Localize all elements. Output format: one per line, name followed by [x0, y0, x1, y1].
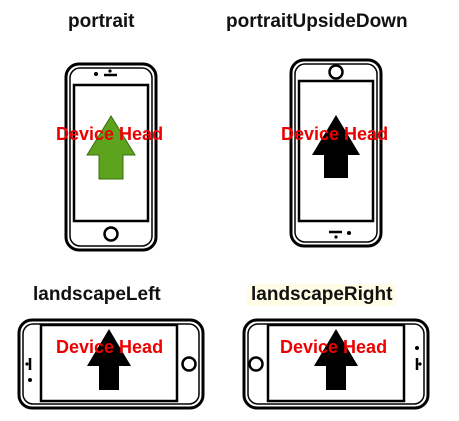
phone-portrait	[64, 62, 158, 252]
arrow-icon	[87, 329, 131, 390]
title-portrait: portrait	[68, 11, 135, 32]
title-landscape-right: landscapeRight	[247, 284, 397, 306]
arrow-icon	[312, 115, 360, 178]
phone-landscape-left	[17, 318, 205, 410]
device-head-label: Device Head	[56, 124, 164, 144]
device-head-label: Device Head	[56, 337, 164, 357]
title-landscape-left: landscapeLeft	[33, 284, 161, 305]
phone-portrait-upside-down	[289, 58, 383, 248]
title-portrait-upside-down: portraitUpsideDown	[226, 11, 408, 32]
device-head-label: Device Head	[281, 124, 389, 144]
phone-landscape-right	[242, 318, 430, 410]
device-head-label: Device Head	[280, 337, 388, 357]
arrow-icon	[314, 329, 358, 390]
arrow-icon	[86, 115, 136, 180]
